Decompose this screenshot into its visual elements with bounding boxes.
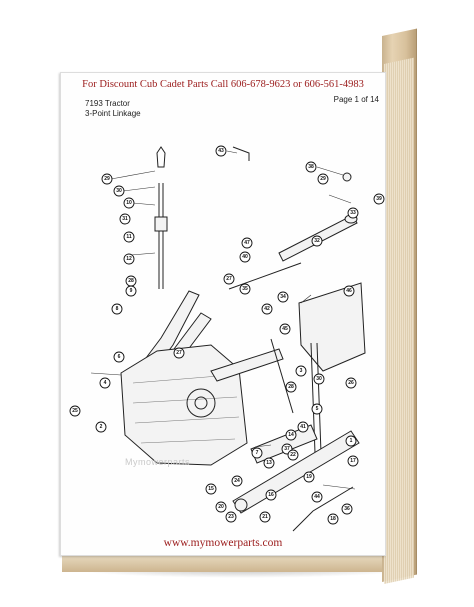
callout-10: 10 xyxy=(126,200,132,206)
callout-46: 46 xyxy=(346,288,352,294)
callout-37: 37 xyxy=(284,446,290,452)
callout-17: 17 xyxy=(350,458,356,464)
callout-26: 26 xyxy=(348,380,354,386)
callout-29b: 29 xyxy=(320,176,326,182)
leader-lines xyxy=(90,150,356,490)
callout-11: 11 xyxy=(126,234,132,240)
callout-42: 42 xyxy=(264,306,270,312)
callout-45: 45 xyxy=(282,326,288,332)
callout-20: 20 xyxy=(218,504,224,510)
callout-3: 3 xyxy=(300,368,303,374)
part-callouts: 43 29 30 10 31 38 29 33 39 11 47 27 32 1… xyxy=(69,145,385,525)
stabilizer-link xyxy=(292,486,354,532)
callout-15: 15 xyxy=(208,486,214,492)
watermark-logo: Mymowerparts xyxy=(125,457,191,467)
callout-41: 41 xyxy=(300,424,306,430)
discount-banner: For Discount Cub Cadet Parts Call 606-67… xyxy=(82,79,364,90)
callout-21: 21 xyxy=(262,514,268,520)
callout-43: 43 xyxy=(218,148,224,154)
lift-rod-right-edge xyxy=(316,342,322,454)
callout-38: 38 xyxy=(308,164,314,170)
callout-19: 19 xyxy=(306,474,312,480)
exploded-parts-diagram: 43 29 30 10 31 38 29 33 39 11 47 27 32 1… xyxy=(69,145,385,532)
callout-13: 13 xyxy=(266,460,272,466)
callout-25: 25 xyxy=(72,408,78,414)
hitch-pin xyxy=(232,146,250,161)
callout-28b: 28 xyxy=(288,384,294,390)
callout-5: 5 xyxy=(316,406,319,412)
model-name: 7193 Tractor xyxy=(85,99,130,108)
page-indicator: Page 1 of 14 xyxy=(333,95,379,104)
upper-arm xyxy=(228,262,302,290)
housing-detail xyxy=(132,374,240,444)
callout-27b: 27 xyxy=(176,350,182,356)
check-rod xyxy=(270,338,294,414)
model-info: 7193 Tractor 3-Point Linkage xyxy=(85,99,141,119)
section-name: 3-Point Linkage xyxy=(85,109,141,118)
callout-30: 30 xyxy=(116,188,122,194)
callout-36: 36 xyxy=(344,506,350,512)
callout-30b: 30 xyxy=(316,376,322,382)
callout-18: 18 xyxy=(330,516,336,522)
callout-32: 32 xyxy=(314,238,320,244)
callout-22: 22 xyxy=(290,452,296,458)
book-bottom-edge xyxy=(62,554,382,572)
callout-23: 23 xyxy=(228,514,234,520)
callout-31: 31 xyxy=(122,216,128,222)
footer-url-link[interactable]: www.mymowerparts.com xyxy=(163,537,283,549)
callout-6: 6 xyxy=(118,354,121,360)
callout-7: 7 xyxy=(256,450,259,456)
callout-1: 1 xyxy=(350,438,353,444)
callout-40: 40 xyxy=(242,254,248,260)
callout-29: 29 xyxy=(104,176,110,182)
book-cover-page: For Discount Cub Cadet Parts Call 606-67… xyxy=(60,72,386,556)
callout-9: 9 xyxy=(130,288,133,294)
transmission-housing xyxy=(120,344,248,466)
callout-12: 12 xyxy=(126,256,132,262)
book-page-edges xyxy=(384,57,414,585)
callout-24: 24 xyxy=(234,478,240,484)
callout-44: 44 xyxy=(314,494,320,500)
callout-14: 14 xyxy=(288,432,294,438)
center-arm xyxy=(210,348,284,382)
callout-4: 4 xyxy=(104,380,107,386)
callout-2: 2 xyxy=(100,424,103,430)
callout-28: 28 xyxy=(128,278,134,284)
callout-39: 39 xyxy=(376,196,382,202)
callout-8: 8 xyxy=(116,306,119,312)
mounting-plate xyxy=(298,282,366,372)
callout-16: 16 xyxy=(268,492,274,498)
rod-top-eye xyxy=(156,146,166,168)
callout-33: 33 xyxy=(350,210,356,216)
callout-47: 47 xyxy=(244,240,250,246)
rod-coupling xyxy=(154,216,168,232)
callout-35: 35 xyxy=(242,286,248,292)
ball-end xyxy=(234,498,248,512)
callout-34: 34 xyxy=(280,294,286,300)
callout-27: 27 xyxy=(226,276,232,282)
clevis-end xyxy=(342,172,352,182)
